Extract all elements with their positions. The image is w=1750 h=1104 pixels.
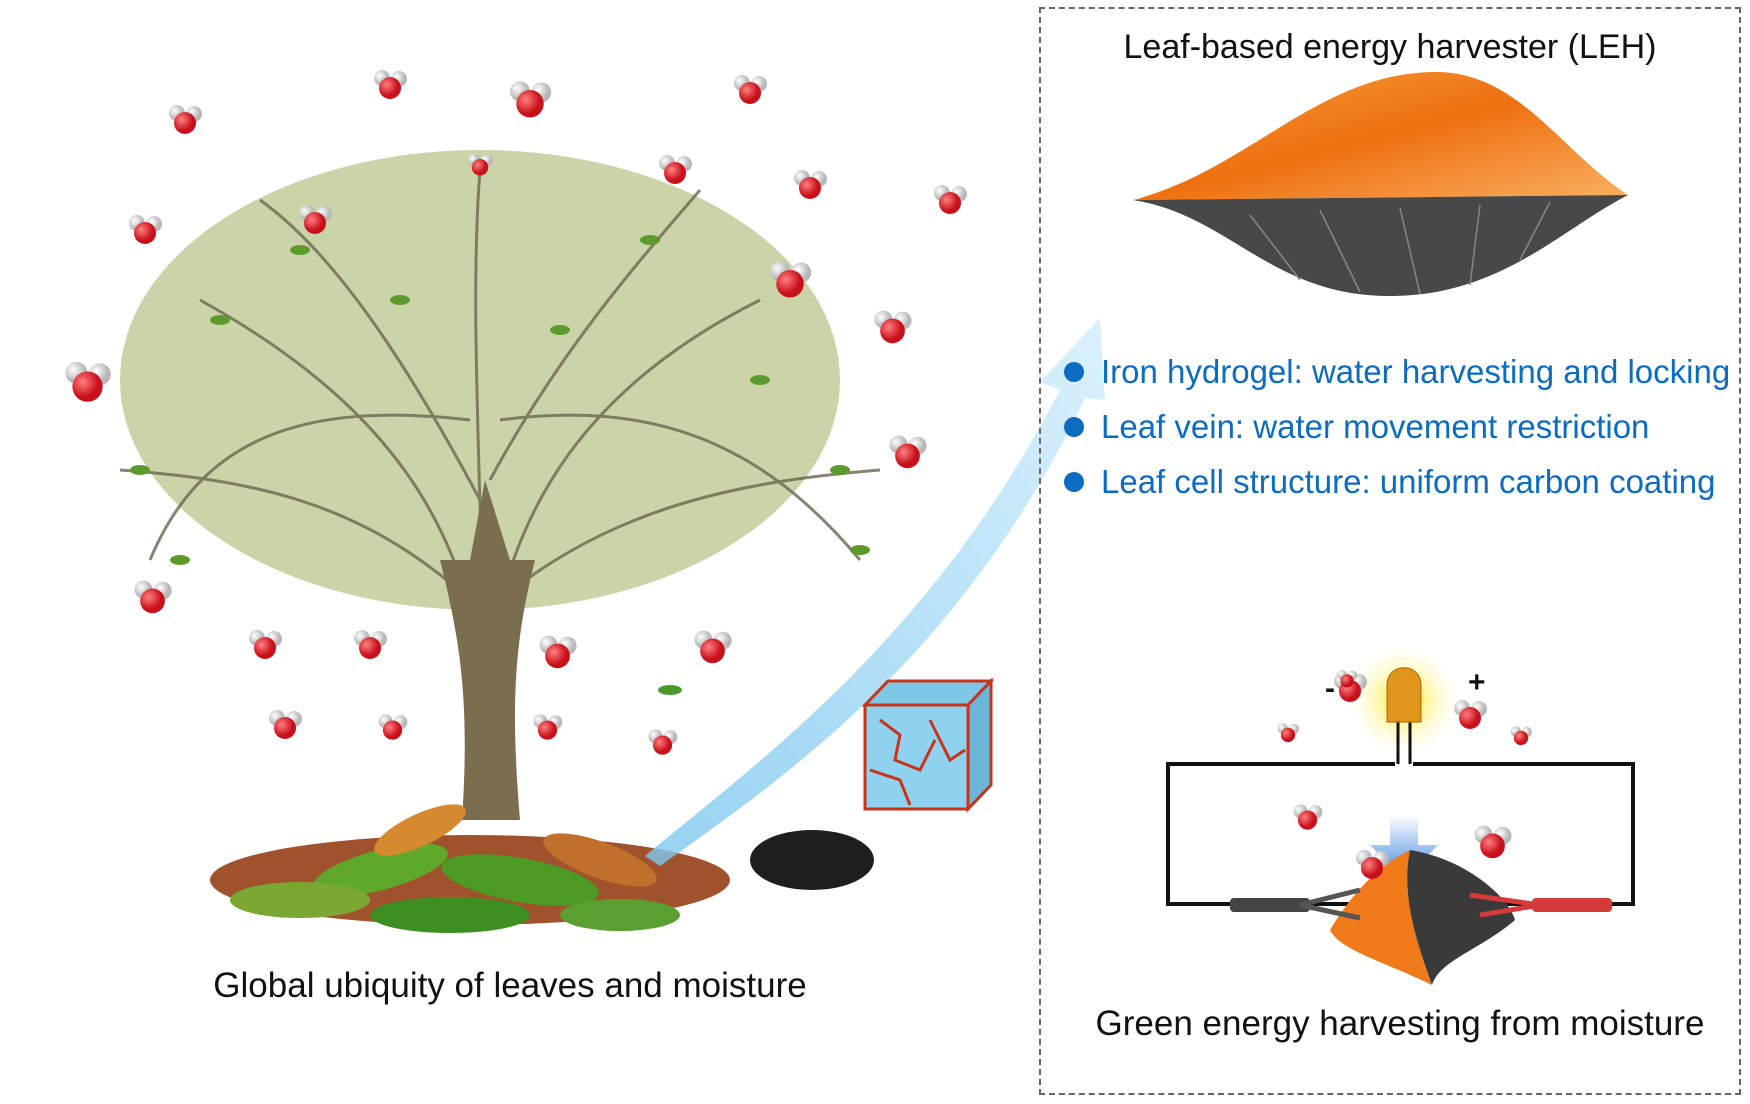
feature-item: Leaf cell structure: uniform carbon coat… — [1064, 454, 1734, 509]
feature-item: Leaf vein: water movement restriction — [1064, 399, 1734, 454]
leh-title: Leaf-based energy harvester (LEH) — [1123, 28, 1657, 66]
led-icon — [1386, 667, 1422, 723]
down-arrow — [1370, 815, 1438, 880]
flow-arrow — [645, 318, 1105, 866]
hydrogel-cube — [861, 677, 995, 813]
circuit-diagram — [1166, 640, 1635, 985]
bullet-icon — [1064, 472, 1084, 492]
bullet-icon — [1064, 362, 1084, 382]
feature-item: Iron hydrogel: water harvesting and lock… — [1064, 344, 1734, 399]
leh-leaf — [1133, 71, 1628, 296]
right-caption: Green energy harvesting from moisture — [1095, 1004, 1705, 1043]
tree — [119, 150, 881, 820]
feature-list: Iron hydrogel: water harvesting and lock… — [1064, 344, 1734, 509]
left-caption: Global ubiquity of leaves and moisture — [213, 966, 807, 1005]
leaf-pile — [210, 804, 730, 933]
bullet-icon — [1064, 417, 1084, 437]
leh-panel-border — [1039, 7, 1741, 1095]
carbon-powder — [750, 830, 874, 890]
minus-sign: - — [1325, 672, 1335, 705]
plus-sign: + — [1468, 666, 1486, 699]
